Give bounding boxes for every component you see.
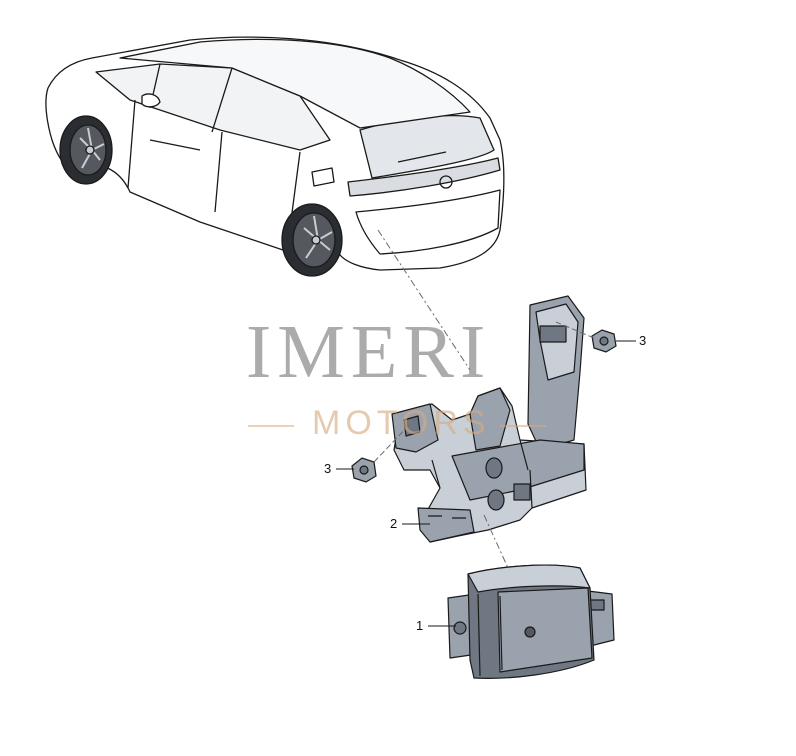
bracket-left-tab-slot — [403, 415, 421, 437]
bracket-connector-clip — [513, 483, 531, 501]
unit-top-face — [467, 564, 591, 593]
car-to-bracket-dashed-leader — [377, 229, 471, 371]
car-front-wheel — [59, 115, 113, 185]
car-rear-wiper — [397, 151, 447, 163]
car-rear-badge — [439, 175, 453, 189]
car-rear-wheel — [281, 203, 343, 277]
watermark-rule-left — [248, 425, 294, 427]
unit-mount-screw — [453, 621, 467, 635]
vehicle-illustration — [45, 36, 505, 271]
nut-right-dashed-leader — [555, 321, 595, 339]
car-tail-light-bar — [347, 157, 501, 197]
callout-label-1: 1 — [416, 618, 424, 633]
car-roof — [119, 38, 471, 129]
bracket-center-tab — [469, 387, 511, 451]
mounting-bracket — [391, 295, 587, 543]
hex-nut-right — [591, 329, 617, 353]
bracket-hole-upper — [485, 457, 503, 479]
bracket-hole-lower — [487, 489, 505, 511]
car-door-lines — [127, 99, 301, 229]
unit-center-screw — [524, 626, 536, 638]
unit-front-face — [497, 587, 593, 673]
bracket-arm-clip — [539, 325, 567, 343]
car-rear-bumper — [355, 189, 501, 255]
bracket-edge-lines — [431, 439, 533, 509]
callout-label-3-left: 3 — [324, 461, 332, 476]
car-charging-flap — [311, 167, 335, 187]
hex-nut-left — [351, 457, 377, 483]
radar-control-unit — [447, 564, 615, 679]
bracket-foot-slots — [428, 515, 466, 519]
bracket-shade-band — [451, 439, 585, 501]
callout-label-3-right: 3 — [639, 333, 647, 348]
bracket-lower-foot — [417, 507, 475, 543]
callout-leaders — [336, 340, 636, 627]
bracket-to-unit-dashed-leader — [483, 514, 509, 569]
car-side-mirror — [141, 93, 161, 108]
callout-label-2: 2 — [390, 516, 398, 531]
unit-front-line — [477, 593, 503, 677]
unit-connector-pins — [589, 599, 605, 611]
watermark-rule-right — [500, 425, 546, 427]
